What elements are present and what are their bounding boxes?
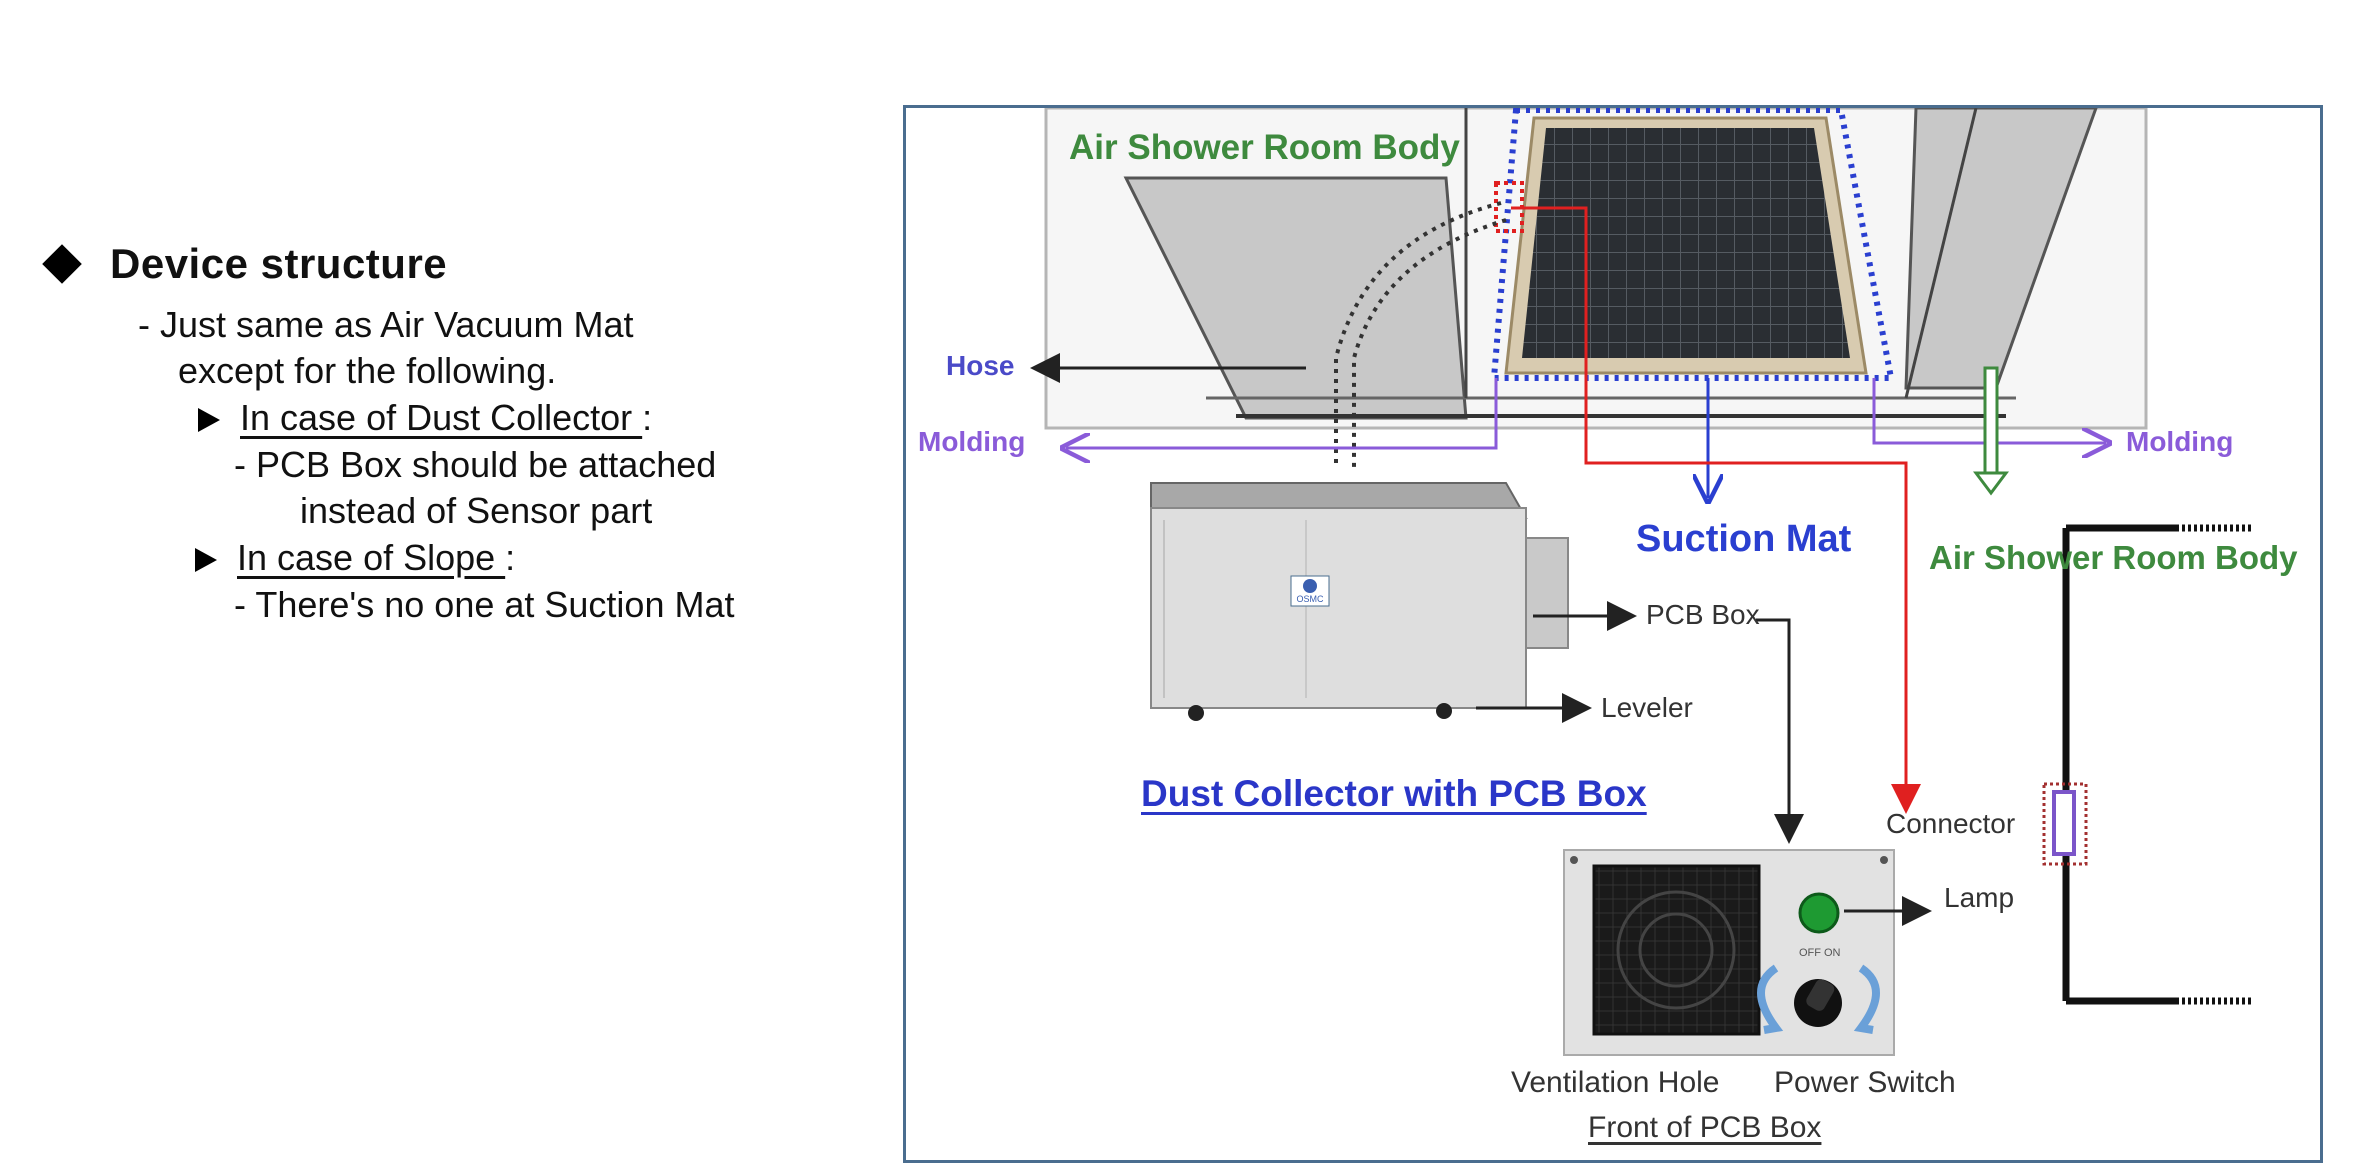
case-slope: In case of Slope : bbox=[195, 537, 515, 579]
text-column: Device structure - Just same as Air Vacu… bbox=[0, 0, 880, 1174]
diamond-bullet-icon bbox=[42, 244, 82, 284]
heading-text: Device structure bbox=[110, 240, 448, 287]
switch-on-text: ON bbox=[1824, 947, 1841, 959]
pcb-box-front: OFF ON bbox=[1563, 849, 1895, 1056]
label-connector: Connector bbox=[1886, 808, 2016, 839]
label-ventilation-hole: Ventilation Hole bbox=[1511, 1066, 1720, 1099]
air-shower-room bbox=[1044, 108, 2148, 468]
label-suction-mat: Suction Mat bbox=[1636, 518, 1852, 560]
text-line-1: - Just same as Air Vacuum Mat bbox=[138, 304, 634, 345]
label-front-of-pcb-box: Front of PCB Box bbox=[1588, 1111, 1822, 1144]
diagram-drawing: OSMC OFF ON bbox=[1030, 108, 2251, 1056]
label-air-shower-room-body-top: Air Shower Room Body bbox=[1069, 128, 1460, 167]
case-dust-collector: In case of Dust Collector : bbox=[198, 397, 652, 439]
case-dust-collector-text: In case of Dust Collector bbox=[240, 397, 643, 438]
text-line-5: instead of Sensor part bbox=[300, 490, 653, 531]
triangle-bullet-icon bbox=[195, 548, 217, 572]
label-hose: Hose bbox=[946, 350, 1015, 381]
green-hollow-arrow bbox=[1973, 366, 2009, 496]
dust-collector: OSMC bbox=[1150, 482, 1569, 721]
case-slope-text: In case of Slope bbox=[237, 537, 506, 578]
label-dust-collector-with-pcb-box: Dust Collector with PCB Box bbox=[1141, 773, 1647, 814]
label-lamp: Lamp bbox=[1944, 882, 2015, 913]
text-line-2: except for the following. bbox=[178, 350, 557, 391]
text-line-7: - There's no one at Suction Mat bbox=[234, 584, 735, 625]
section-heading: Device structure bbox=[42, 240, 448, 288]
text-line-4: - PCB Box should be attached bbox=[234, 444, 717, 485]
case-slope-colon: : bbox=[505, 537, 516, 578]
triangle-bullet-icon bbox=[198, 408, 220, 432]
label-molding-left: Molding bbox=[918, 426, 1026, 457]
connector-frame bbox=[2042, 524, 2251, 1005]
label-molding-right: Molding bbox=[2126, 426, 2234, 457]
label-air-shower-room-body-right: Air Shower Room Body bbox=[1929, 539, 2298, 576]
switch-off-text: OFF bbox=[1799, 947, 1821, 959]
label-leveler: Leveler bbox=[1601, 692, 1693, 723]
label-power-switch: Power Switch bbox=[1774, 1066, 1956, 1099]
logo-text: OSMC bbox=[1297, 594, 1325, 604]
case-dust-collector-colon: : bbox=[642, 397, 653, 438]
device-diagram: OSMC OFF ON bbox=[903, 105, 2323, 1163]
label-pcb-box: PCB Box bbox=[1646, 599, 1760, 630]
